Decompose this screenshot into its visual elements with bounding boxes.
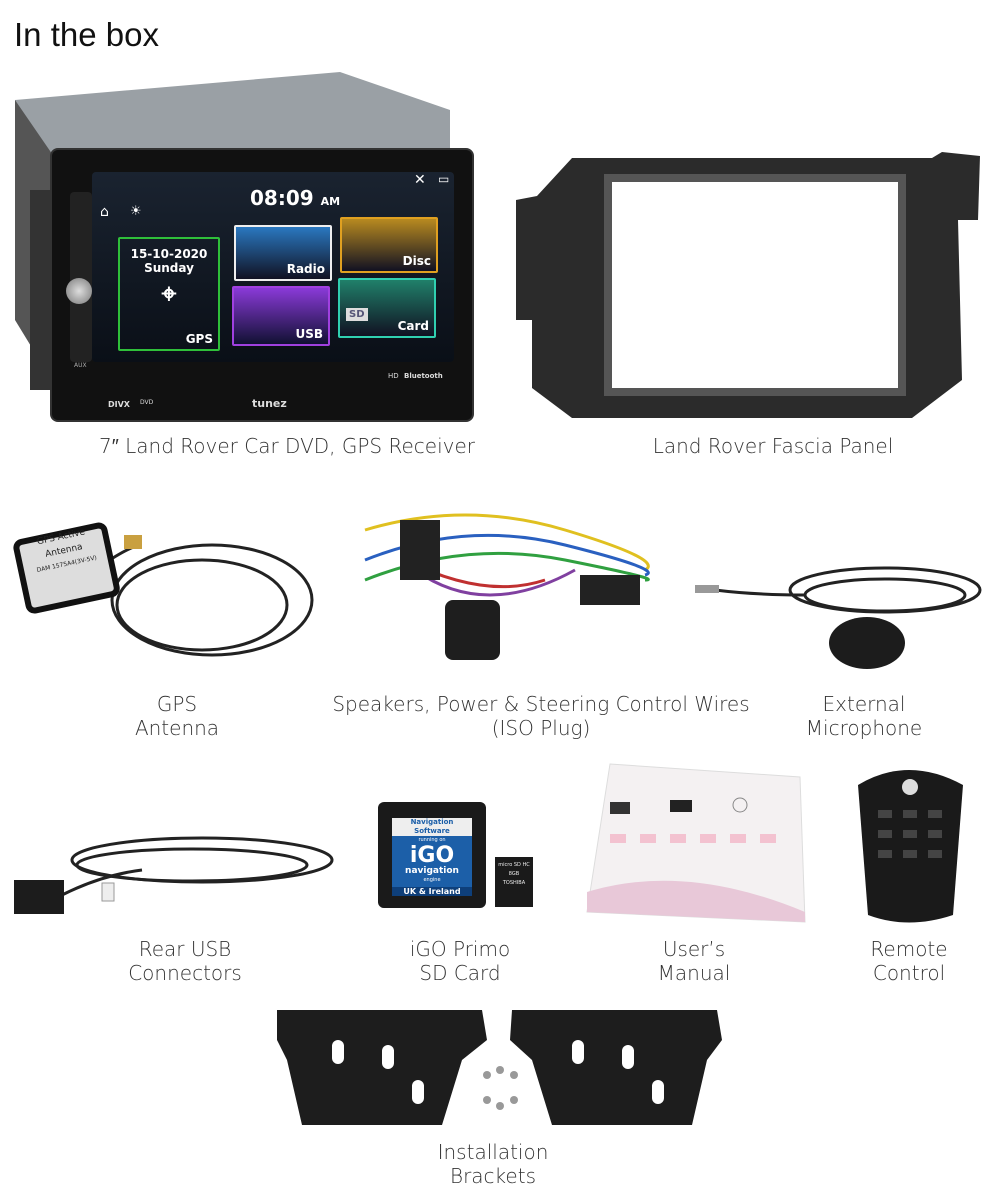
tile-radio[interactable]: Radio (234, 225, 332, 281)
page-title: In the box (14, 16, 159, 53)
tile-disc[interactable]: Disc (340, 217, 438, 273)
gps-antenna-image (13, 522, 314, 657)
hd-logo: HD (388, 372, 399, 380)
fascia-panel-image (516, 152, 980, 418)
sd-card-adapter-image: Navigation Software running on iGO navig… (378, 802, 486, 908)
igo-logo: iGO (409, 843, 455, 868)
remote-control-image (858, 770, 963, 923)
display-icon[interactable]: ▭ (438, 172, 450, 186)
settings-icon[interactable]: ✕ (414, 172, 426, 188)
volume-knob[interactable] (66, 278, 92, 304)
divx-logo: DIVX (108, 400, 130, 409)
installation-brackets-image (277, 1010, 722, 1125)
caption-wires: Speakers, Power & Steering Control Wires… (332, 692, 750, 740)
brightness-icon[interactable]: ☀ (130, 204, 142, 219)
user-manual-image (586, 763, 806, 923)
clock: 08:09 AM (250, 186, 341, 210)
microphone-image (695, 566, 982, 669)
home-icon[interactable]: ⌂ (100, 204, 109, 220)
tile-card[interactable]: SD Card (338, 278, 436, 338)
dvd-screen: 08:09 AM ⌂ ☀ ✕ ▭ 15-10-2020 Sunday ⌖ GPS… (92, 172, 454, 362)
usb-cable-image (14, 836, 334, 914)
dvd-logo: DVD (140, 399, 154, 406)
caption-dvd: 7″ Land Rover Car DVD, GPS Receiver (98, 434, 476, 458)
caption-fascia: Land Rover Fascia Panel (652, 434, 894, 458)
tile-usb[interactable]: USB (232, 286, 330, 346)
brand-logo: tunez (252, 397, 287, 410)
bluetooth-logo: Bluetooth (404, 372, 443, 380)
location-pin-icon: ⌖ (161, 279, 177, 309)
aux-label: AUX (74, 362, 87, 369)
tile-gps[interactable]: 15-10-2020 Sunday ⌖ GPS (118, 237, 220, 351)
wiring-harness-image (364, 513, 650, 660)
